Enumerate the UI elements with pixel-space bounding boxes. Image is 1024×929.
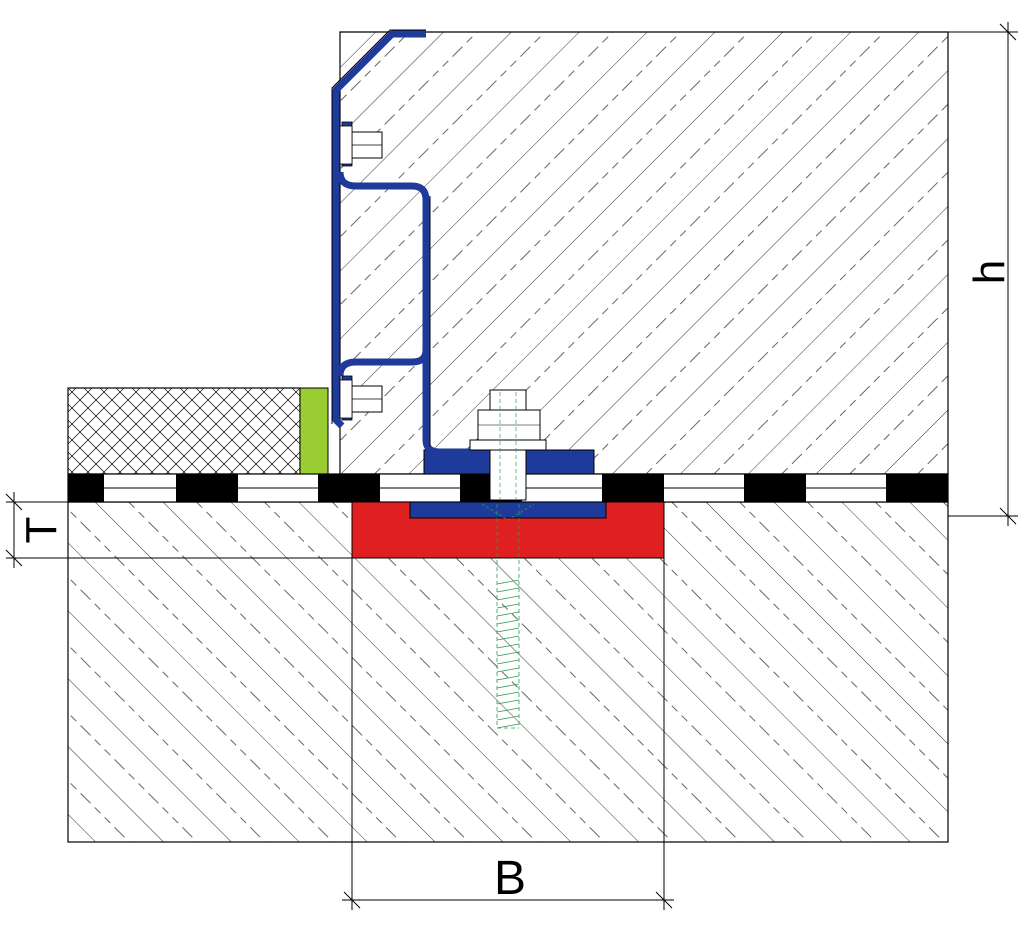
- thread-mark: [496, 595, 520, 601]
- thread-mark: [496, 667, 520, 673]
- thread-mark: [496, 675, 520, 681]
- filler-strip: [299, 387, 329, 475]
- thread-mark: [496, 699, 520, 705]
- upper-concrete-block: [339, 31, 949, 475]
- dimension-t-label: T: [17, 517, 66, 544]
- insulation-block: [67, 387, 301, 475]
- thread-mark: [496, 683, 520, 689]
- thread-mark: [496, 579, 520, 585]
- z-profile-icon: [332, 30, 470, 456]
- thread-mark: [496, 587, 520, 593]
- thread-mark: [496, 691, 520, 697]
- thread-mark: [496, 707, 520, 713]
- base-plate: [409, 501, 607, 519]
- thread-mark: [496, 715, 520, 721]
- membrane-block: [318, 474, 380, 502]
- membrane-block: [68, 474, 104, 502]
- anchor-bolt-shaft: [481, 503, 535, 729]
- thread-mark: [496, 603, 520, 609]
- membrane-block: [602, 474, 664, 502]
- membrane-block: [886, 474, 948, 502]
- dimension-b: [342, 842, 674, 910]
- thread-mark: [496, 627, 520, 633]
- dimension-b-label: B: [494, 852, 526, 905]
- dimension-h: [948, 22, 1018, 526]
- hex-bolt-icon-lower: [339, 375, 383, 421]
- z-profile-outline: [331, 29, 431, 446]
- thread-mark: [496, 651, 520, 657]
- base-concrete-slab: [67, 501, 949, 843]
- thread-mark: [496, 611, 520, 617]
- thread-mark: [496, 659, 520, 665]
- dimension-h-label: h: [965, 260, 1014, 284]
- membrane-block: [176, 474, 238, 502]
- thread-mark: [496, 619, 520, 625]
- membrane-block: [744, 474, 806, 502]
- hex-bolt-icon: [339, 121, 383, 167]
- thread-mark: [496, 723, 520, 729]
- thread-mark: [496, 643, 520, 649]
- thread-mark: [496, 635, 520, 641]
- anchor-bolt-icon: [469, 389, 547, 501]
- dimension-t: [5, 492, 68, 568]
